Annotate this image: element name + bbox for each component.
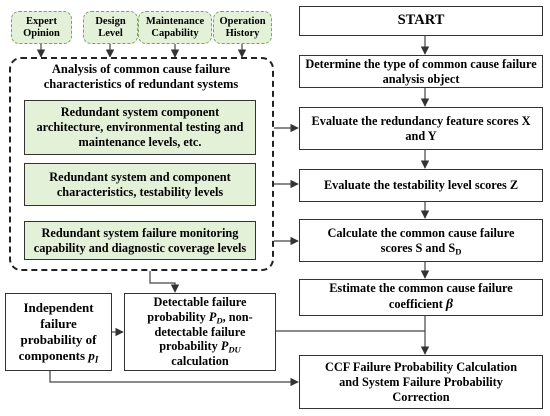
input-label: Design Level	[95, 15, 126, 39]
start-label: START	[397, 12, 445, 29]
text-line: probability of	[20, 332, 97, 347]
calc-s-text: Calculate the common cause failure score…	[328, 226, 515, 256]
analysis-item-text: Redundant system and component character…	[49, 169, 231, 199]
text-line: Calculate the common cause failure	[327, 225, 515, 240]
symbol-p: P	[220, 339, 229, 354]
text-line: coefficient	[388, 297, 443, 312]
text-line: , non-	[222, 309, 253, 324]
input-expert-opinion: Expert Opinion	[11, 11, 72, 44]
beta-symbol: β	[445, 297, 454, 313]
evaluate-z-box: Evaluate the testability level scores Z	[299, 169, 543, 202]
text-line: scores S and S	[380, 240, 456, 255]
input-operation-history: Operation History	[213, 11, 272, 44]
analysis-item-testability: Redundant system and component character…	[24, 163, 256, 206]
estimate-beta-text: Estimate the common cause failure coeffi…	[329, 281, 513, 313]
text-line: components	[18, 348, 86, 364]
evaluate-xy-box: Evaluate the redundancy feature scores X…	[299, 107, 543, 150]
text-line: detectable failure	[154, 324, 246, 339]
calc-s-box: Calculate the common cause failure score…	[299, 219, 543, 262]
evaluate-xy-label: Evaluate the redundancy feature scores X…	[311, 113, 531, 143]
text-line: Detectable failure	[153, 295, 247, 310]
determine-type-label: Determine the type of common cause failu…	[305, 56, 537, 86]
input-maintenance-capability: Maintenance Capability	[138, 11, 212, 44]
detectable-failure-box: Detectable failure probability PD, non- …	[124, 293, 276, 371]
analysis-item-diagnostic: Redundant system failure monitoring capa…	[24, 221, 256, 260]
subscript-d: D	[455, 246, 462, 257]
connector-independent-final	[49, 371, 299, 387]
input-label: Operation History	[219, 15, 266, 39]
text-line: probability	[159, 339, 221, 354]
connector-item3-detectable	[149, 260, 180, 293]
independent-failure-box: Independent failure probability of compo…	[5, 293, 112, 371]
symbol-p: p	[88, 348, 95, 364]
detectable-failure-text: Detectable failure probability PD, non- …	[147, 295, 252, 369]
analysis-group-title: Analysis of common cause failure charact…	[43, 62, 239, 91]
text-line: Independent	[23, 299, 94, 315]
final-calc-box: CCF Failure Probability Calculation and …	[299, 355, 543, 409]
symbol-subscript: D	[216, 315, 223, 326]
analysis-item-architecture: Redundant system component architecture,…	[24, 100, 256, 155]
analysis-item-text: Redundant system component architecture,…	[36, 105, 244, 149]
input-label: Maintenance Capability	[145, 15, 205, 39]
symbol-subscript: DU	[228, 344, 241, 355]
symbol-p: P	[208, 309, 217, 324]
input-label: Expert Opinion	[23, 15, 60, 39]
independent-failure-text: Independent failure probability of compo…	[19, 300, 99, 365]
determine-type-box: Determine the type of common cause failu…	[299, 55, 543, 88]
input-design-level: Design Level	[83, 11, 138, 44]
symbol-subscript: I	[94, 354, 99, 365]
text-line: calculation	[171, 354, 229, 369]
text-line: failure	[40, 315, 77, 331]
final-calc-label: CCF Failure Probability Calculation and …	[324, 359, 518, 404]
estimate-beta-box: Estimate the common cause failure coeffi…	[299, 279, 543, 316]
start-box: START	[299, 6, 543, 36]
text-line: probability	[147, 309, 209, 324]
text-line: Estimate the common cause failure	[329, 281, 513, 296]
evaluate-z-label: Evaluate the testability level scores Z	[323, 178, 519, 192]
analysis-item-text: Redundant system failure monitoring capa…	[33, 225, 247, 255]
